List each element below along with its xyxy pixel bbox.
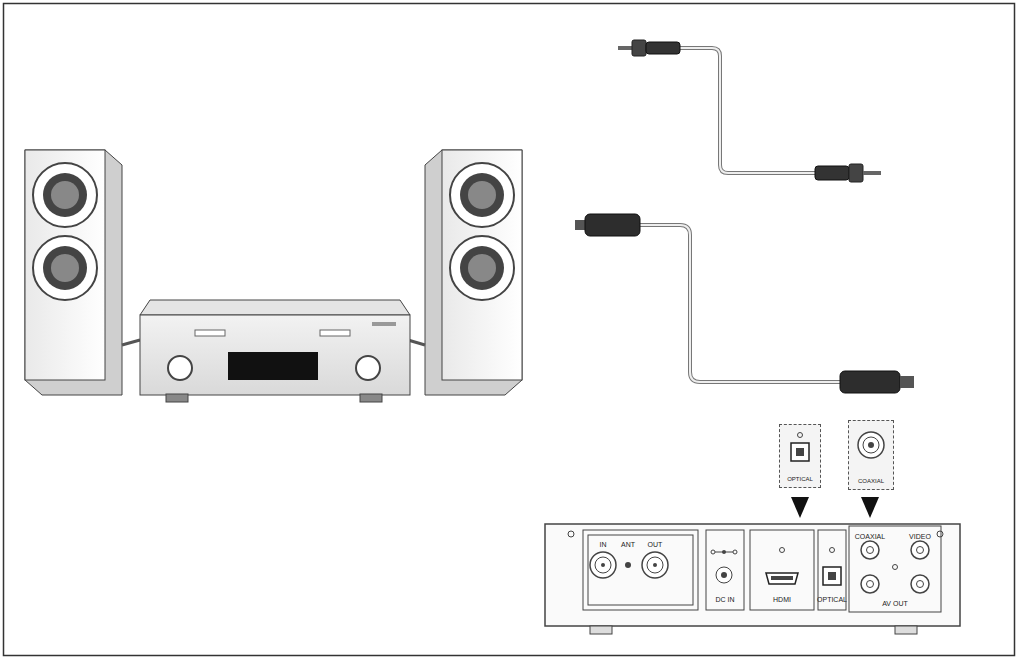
- optical-icon: [780, 429, 820, 469]
- arrow: [861, 497, 879, 518]
- rear-panel: [545, 524, 960, 634]
- port-label: OPTICAL: [817, 596, 847, 603]
- callout-box: OPTICAL: [779, 424, 821, 488]
- arrow: [791, 497, 809, 518]
- frame: [4, 4, 1015, 656]
- port-label: OUT: [648, 541, 663, 548]
- port-label: AV OUT: [882, 600, 908, 607]
- right-speaker: [425, 150, 522, 395]
- callout-label: COAXIAL: [849, 478, 893, 484]
- optical-cable: [575, 214, 914, 393]
- port-label: DC IN: [715, 596, 734, 603]
- left-speaker: [25, 150, 122, 395]
- coaxial-cable: [618, 40, 881, 182]
- coax-icon: [849, 425, 893, 465]
- amplifier: [140, 300, 410, 402]
- port-label: IN: [600, 541, 607, 548]
- callout-label: OPTICAL: [780, 476, 820, 482]
- port-label: ANT: [621, 541, 635, 548]
- port-label: VIDEO: [909, 533, 931, 540]
- port-label: HDMI: [773, 596, 791, 603]
- callout-box: COAXIAL: [848, 420, 894, 490]
- port-label: COAXIAL: [855, 533, 885, 540]
